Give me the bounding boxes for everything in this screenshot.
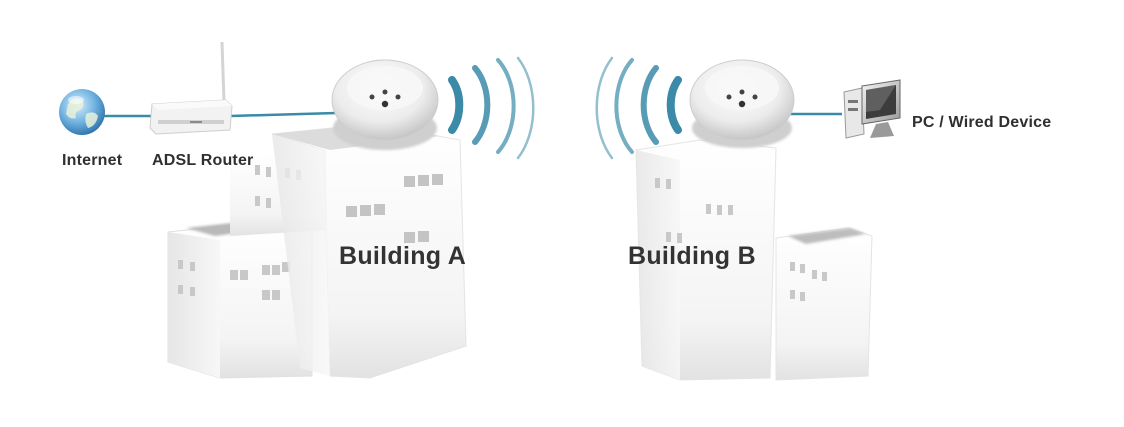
globe-icon <box>59 89 105 135</box>
building-a-cluster <box>167 123 467 379</box>
building-icon <box>271 123 467 379</box>
pc-icon <box>843 79 901 139</box>
links <box>104 111 842 118</box>
wifi-signal-icon <box>448 56 535 160</box>
label-building-b: Building B <box>628 242 756 270</box>
link-router-ap-a <box>229 111 337 118</box>
label-building-a: Building A <box>339 242 467 270</box>
label-internet: Internet <box>62 152 123 169</box>
building-icon <box>775 227 873 381</box>
wifi-signal-icon <box>595 56 682 160</box>
building-icon <box>167 220 313 379</box>
access-point-icon <box>689 59 795 148</box>
label-router: ADSL Router <box>152 152 254 169</box>
access-point-icon <box>331 59 439 150</box>
building-b-cluster <box>635 139 873 381</box>
label-pc: PC / Wired Device <box>912 114 1052 131</box>
router-icon <box>149 41 233 135</box>
building-icon <box>635 139 777 381</box>
